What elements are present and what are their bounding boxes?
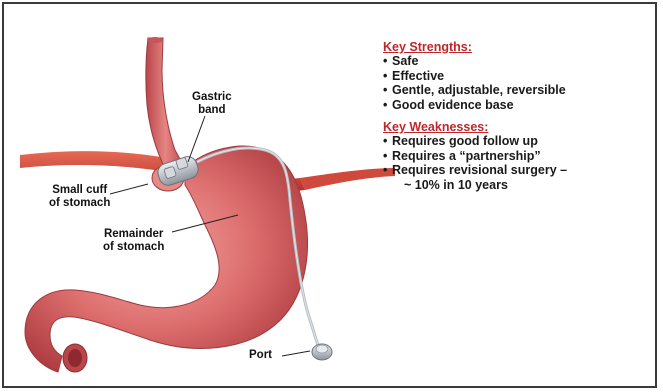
- list-item: •Safe: [383, 54, 653, 69]
- strengths-heading: Key Strengths:: [383, 40, 653, 54]
- remainder-label-line-1: Remainder: [103, 228, 164, 241]
- remainder-label: Remainder of stomach: [103, 228, 164, 254]
- bullet: •: [383, 98, 392, 113]
- remainder-label-line-2: of stomach: [103, 241, 164, 254]
- bullet: •: [383, 83, 392, 98]
- weakness-text: Requires revisional surgery –: [392, 163, 567, 177]
- bullet: •: [383, 163, 392, 178]
- weaknesses-list: •Requires good follow up •Requires a “pa…: [383, 134, 653, 192]
- port-device: [312, 344, 332, 360]
- strength-text: Gentle, adjustable, reversible: [392, 83, 566, 97]
- weaknesses-heading: Key Weaknesses:: [383, 120, 653, 134]
- port-label: Port: [249, 349, 272, 362]
- list-item: •Requires a “partnership”: [383, 149, 653, 164]
- bullet: •: [383, 149, 392, 164]
- list-item: •Good evidence base: [383, 98, 653, 113]
- strengths-list: •Safe •Effective •Gentle, adjustable, re…: [383, 54, 653, 112]
- weakness-text: Requires a “partnership”: [392, 149, 541, 163]
- duodenum-lumen: [68, 349, 82, 367]
- weakness-continuation: ~ 10% in 10 years: [383, 178, 653, 193]
- info-panel: Key Strengths: •Safe •Effective •Gentle,…: [383, 40, 653, 192]
- small-cuff-label-line-2: of stomach: [49, 197, 110, 210]
- list-item: •Effective: [383, 69, 653, 84]
- bullet: •: [383, 134, 392, 149]
- small-cuff-label-line-1: Small cuff: [49, 184, 110, 197]
- esophagus-opening: [147, 37, 163, 43]
- strength-text: Effective: [392, 69, 444, 83]
- list-item: •Gentle, adjustable, reversible: [383, 83, 653, 98]
- list-item: •Requires good follow up: [383, 134, 653, 149]
- gastric-band-label-line-2: band: [192, 104, 232, 117]
- list-item: •Requires revisional surgery –: [383, 163, 653, 178]
- strength-text: Safe: [392, 54, 418, 68]
- gastric-band-label-line-1: Gastric: [192, 91, 232, 104]
- weakness-text: Requires good follow up: [392, 134, 538, 148]
- small-cuff-label: Small cuff of stomach: [49, 184, 110, 210]
- bullet: •: [383, 69, 392, 84]
- strength-text: Good evidence base: [392, 98, 514, 112]
- bullet: •: [383, 54, 392, 69]
- gastric-band-label: Gastric band: [192, 91, 232, 117]
